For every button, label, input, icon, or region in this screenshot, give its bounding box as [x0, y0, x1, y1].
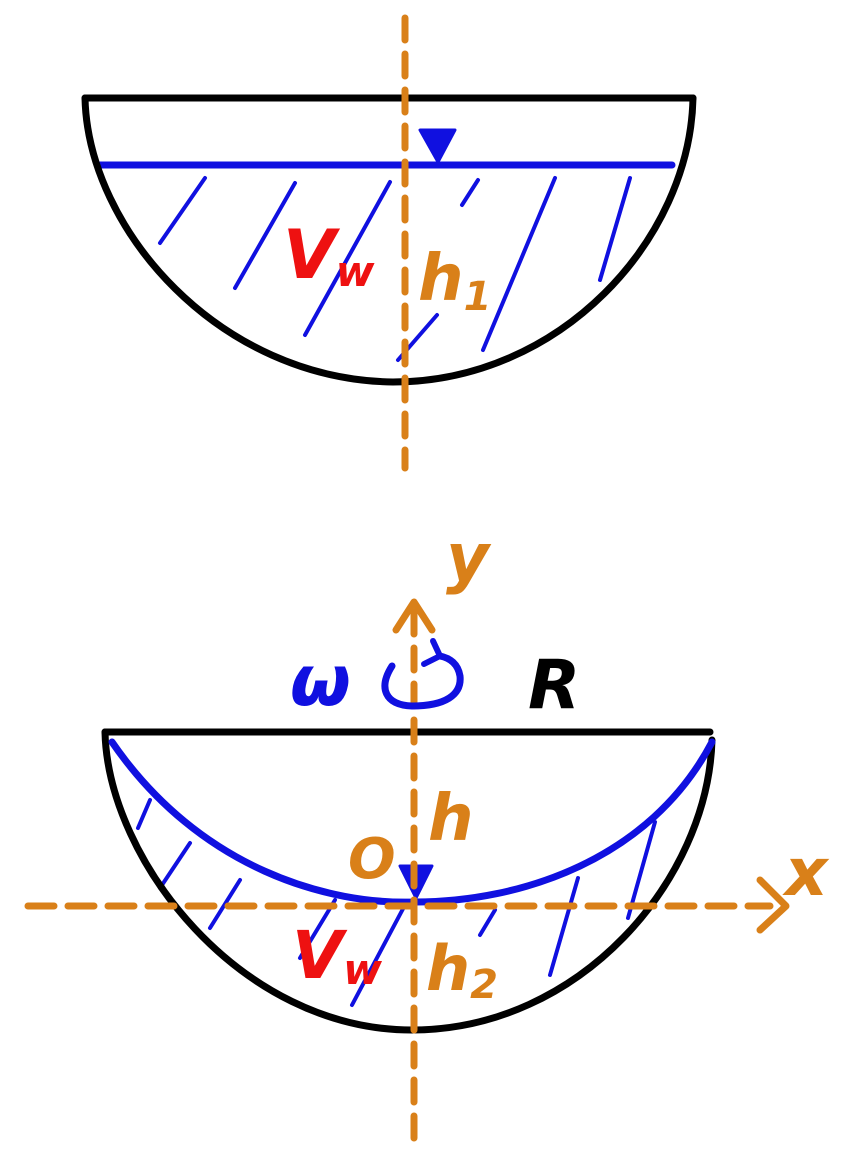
top-free-surface-marker: [418, 128, 457, 164]
radius-label: R: [528, 646, 580, 725]
x-axis-label: x: [782, 834, 830, 911]
rotation-arrow-icon: [381, 652, 464, 710]
top-vessel-bowl: [81, 94, 697, 386]
bottom-water-hatching: [136, 798, 657, 1007]
y-axis-arrowhead: [392, 598, 436, 634]
top-height-label: h1: [418, 242, 491, 320]
rotation-arrowhead-icon: [421, 638, 443, 667]
top-diagram: Vw h1: [81, 14, 697, 472]
top-volume-label: Vw: [283, 216, 375, 296]
x-axis-arrowhead: [756, 876, 790, 934]
bottom-diagram: y x ω R h O Vw h2: [24, 519, 830, 1142]
bottom-volume-label: Vw: [292, 917, 382, 994]
y-axis-label: y: [446, 519, 492, 596]
height-label: h: [428, 782, 474, 856]
omega-label: ω: [290, 640, 351, 722]
origin-label: O: [348, 827, 396, 892]
top-water-hatching: [158, 176, 632, 362]
height2-label: h2: [426, 932, 498, 1008]
